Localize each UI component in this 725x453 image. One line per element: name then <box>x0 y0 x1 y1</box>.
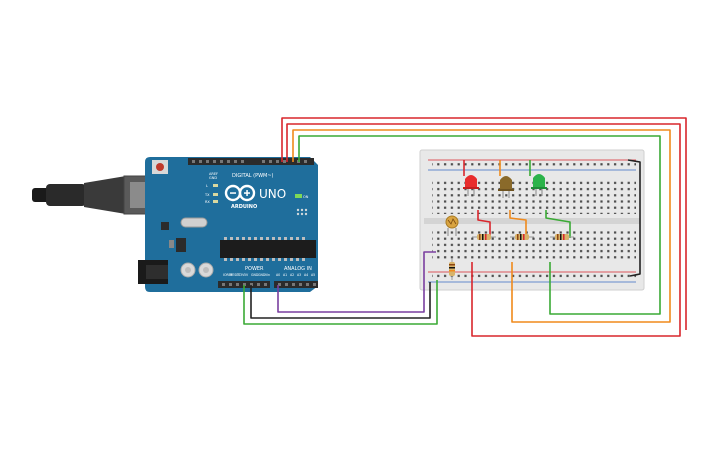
power-label: POWER <box>245 266 264 272</box>
pin-label-a2: A2 <box>290 273 294 277</box>
on-led <box>295 194 302 198</box>
crystal <box>180 217 208 228</box>
pin-label-a1: A1 <box>283 273 287 277</box>
analog-header <box>274 281 318 288</box>
wire-purple-a0[interactable] <box>277 251 436 313</box>
bottom-rail-holes <box>432 274 636 280</box>
arduino-uno-board[interactable]: DIGITAL (PWM~) AREF GND UNO ARDUINO L TX… <box>138 157 318 292</box>
jumper-red[interactable] <box>477 210 491 238</box>
pin-label-a0: A0 <box>276 273 280 277</box>
led-label-rx: RX <box>205 200 210 204</box>
pin-label-ioref: IOREF <box>223 273 233 277</box>
gnd-label: GND <box>209 176 217 180</box>
pin-label-5v: 5V <box>244 273 249 277</box>
resistor-3[interactable] <box>550 234 574 240</box>
wire-red-outer[interactable] <box>281 117 687 330</box>
led-label-l: L <box>206 184 208 188</box>
pin-label-3v3: 3.3V <box>237 273 245 277</box>
uno-label: UNO <box>259 187 286 201</box>
resistor-1[interactable] <box>472 234 496 240</box>
green-led[interactable] <box>531 174 547 196</box>
wire-red[interactable] <box>286 123 681 337</box>
led-group <box>463 174 547 198</box>
usb-chip <box>161 222 169 230</box>
pin-label-a5: A5 <box>311 273 315 277</box>
wire-green-5v[interactable] <box>243 280 438 325</box>
resistor-2[interactable] <box>510 234 534 240</box>
icsp-header <box>296 208 308 216</box>
red-led[interactable] <box>463 175 479 196</box>
regulator <box>176 238 186 252</box>
digital-header <box>188 158 314 165</box>
wires <box>243 117 687 337</box>
resistors <box>449 234 574 280</box>
aref-label: AREF <box>209 172 218 176</box>
status-leds: L TX RX <box>204 184 218 204</box>
pin-label-gnd1: GND <box>251 273 259 277</box>
bottom-terminal-holes <box>432 228 636 262</box>
resistor-4[interactable] <box>449 258 455 280</box>
pin-label-a4: A4 <box>304 273 308 277</box>
jumper-orange[interactable] <box>509 210 527 238</box>
atmega-chip <box>220 240 316 258</box>
photoresistor[interactable] <box>445 215 459 236</box>
digital-label: DIGITAL (PWM~) <box>232 173 274 179</box>
analog-label: ANALOG IN <box>284 266 312 272</box>
jumper-green[interactable] <box>545 210 571 238</box>
pin-label-a3: A3 <box>297 273 301 277</box>
wire-black-gnd[interactable] <box>250 282 431 319</box>
on-label: ON <box>303 195 309 199</box>
wire-orange[interactable] <box>292 129 671 323</box>
pin-label-gnd2: GND <box>258 273 266 277</box>
yellow-led[interactable] <box>498 176 514 198</box>
pin-label-vin: Vin <box>265 273 270 277</box>
wire-green[interactable] <box>298 135 661 315</box>
led-label-tx: TX <box>204 193 210 197</box>
top-rail-holes <box>432 162 636 168</box>
reset-button-cap[interactable] <box>156 163 164 171</box>
arduino-label: ARDUINO <box>231 204 257 210</box>
wire-black-rail[interactable] <box>627 159 641 277</box>
arduino-logo <box>224 184 256 202</box>
pin-label-reset: RESET <box>230 273 240 277</box>
